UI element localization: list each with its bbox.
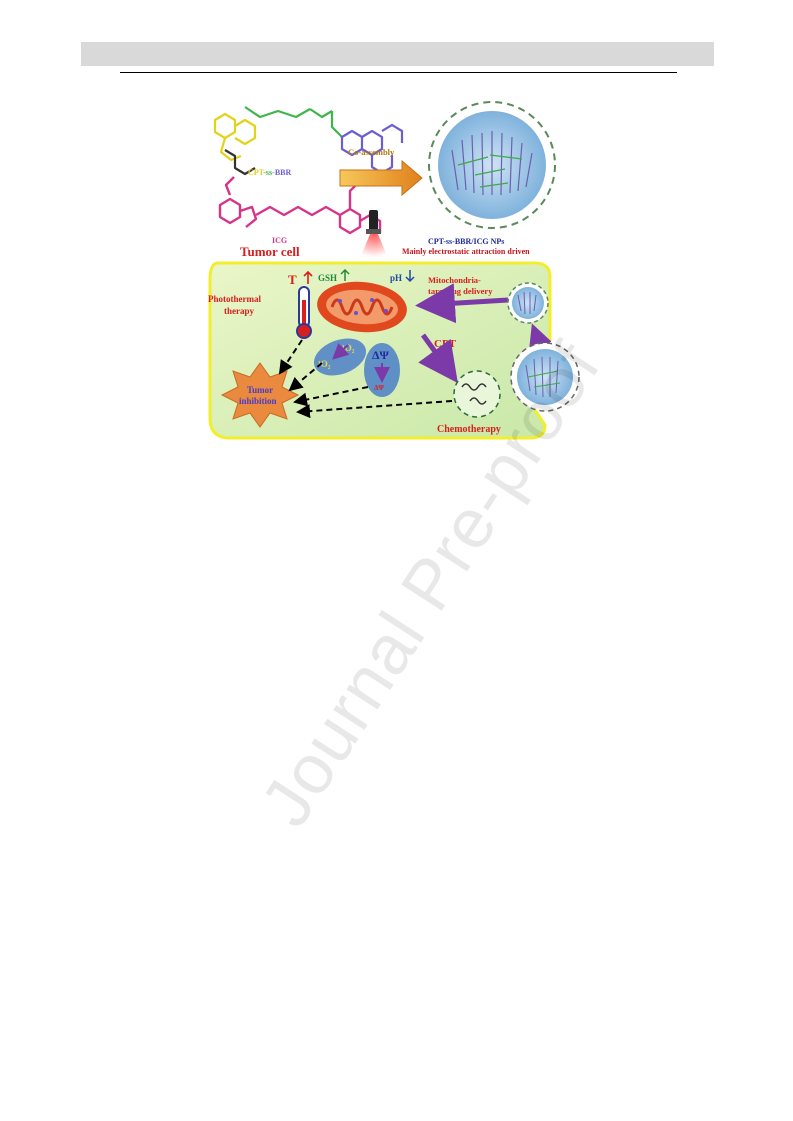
nanoparticle-small [507,282,549,324]
label-nps-name: CPT-ss-BBR/ICG NPs [428,237,504,246]
np-uptake-arrow [529,323,552,351]
svg-text:CPT-ss-BBR: CPT-ss-BBR [248,168,292,177]
label-tumor-1: Tumor [247,385,273,395]
label-chemotherapy: Chemotherapy [437,424,501,435]
cpt-ss-bbr-structure [213,106,404,176]
label-ph: pH [390,273,402,283]
ros-arrow [332,342,350,360]
arrow-photothermal-to-tumor [278,339,303,375]
cpt-arrow [418,333,458,384]
gsh-up-arrow [340,268,350,281]
label-co-assembly: Co-assembly [348,147,395,157]
label-mito-1: Mitochondria- [428,275,481,285]
label-ros-2: ¹O₂ [318,359,331,369]
label-temp: T [288,272,297,287]
co-assembly-arrow [339,159,423,197]
label-cpt-release: CPT [434,338,457,350]
label-gsh: GSH [318,273,337,283]
tumor-inhibition-star [220,362,300,428]
label-mito-2: targeting delivery [428,286,493,296]
label-bbr: BBR [275,168,292,177]
laser-source [358,210,390,263]
mitochondrion-icon [317,281,407,333]
label-delta-psi-small: ΔΨ [374,384,384,392]
label-ss: -ss- [263,168,275,177]
temp-up-arrow [303,270,313,284]
arrow-chemo-to-tumor [296,400,453,419]
thermometer-icon [296,286,312,339]
header-bar [81,42,714,66]
label-photothermal-1: Photothermal [208,294,261,304]
label-tumor-cell: Tumor cell [240,244,300,259]
label-photothermal-2: therapy [224,306,254,316]
graphical-abstract-figure: CPT-ss-BBR ICG Tumor cell Co-assembly CP… [190,95,600,445]
header-rule [120,72,677,73]
nanoparticle-entering [510,342,580,412]
label-nps-driven: Mainly electrostatic attraction driven [402,247,530,256]
label-tumor-2: inhibition [239,396,277,406]
label-cpt: CPT [248,168,265,177]
arrow-psi-to-tumor [293,386,369,407]
ph-down-arrow [405,270,415,283]
nanoparticle-large [428,101,556,229]
label-icg: ICG [272,236,287,245]
label-delta-psi: ΔΨ [372,348,390,362]
nucleus-dna-icon [453,370,501,418]
arrow-ros-to-tumor [288,362,323,392]
mito-targeting-arrow [415,283,509,324]
